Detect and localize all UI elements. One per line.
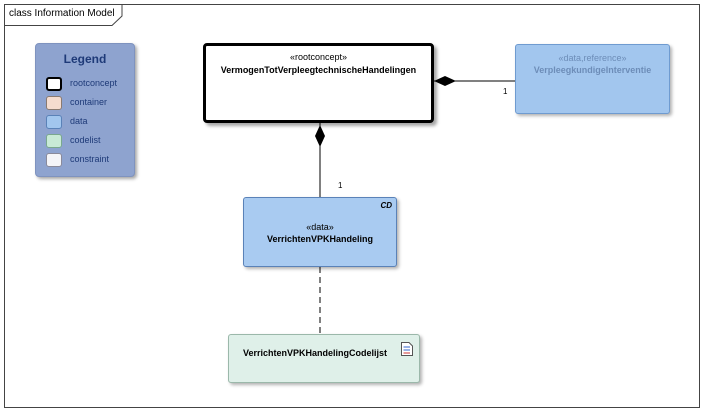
legend-title: Legend: [63, 52, 107, 66]
class-name: VerpleegkundigeInterventie: [533, 65, 652, 75]
class-name: VerrichtenVPKHandeling: [266, 234, 374, 244]
composition-diamond-bottom: [315, 125, 325, 147]
legend-label: data: [70, 116, 88, 126]
stereotype-label: «data»: [306, 222, 334, 232]
legend-swatch: [46, 115, 62, 129]
cd-tag: CD: [380, 201, 392, 210]
multiplicity-reference: 1: [503, 87, 508, 96]
legend-label: rootconcept: [70, 78, 118, 88]
diagram-title: class Information Model: [9, 8, 115, 19]
legend-label: container: [70, 97, 108, 107]
legend-label: constraint: [70, 154, 110, 164]
class-reference[interactable]: «data,reference» VerpleegkundigeInterven…: [515, 44, 670, 114]
class-data[interactable]: CD «data» VerrichtenVPKHandeling: [243, 197, 397, 267]
class-codelist[interactable]: VerrichtenVPKHandelingCodelijst: [228, 334, 420, 383]
legend: Legend rootconcept container data codeli…: [35, 43, 135, 177]
class-rootconcept[interactable]: «rootconcept» VermogenTotVerpleegtechnis…: [203, 43, 434, 123]
legend-swatch: [46, 96, 62, 110]
legend-swatch: [46, 77, 62, 91]
document-icon: [401, 342, 413, 356]
class-name: VerrichtenVPKHandelingCodelijst: [242, 348, 388, 358]
stereotype-label: «data,reference»: [558, 53, 627, 63]
legend-swatch: [46, 134, 62, 148]
stereotype-label: «rootconcept»: [289, 52, 348, 62]
multiplicity-data: 1: [338, 181, 343, 190]
legend-swatch: [46, 153, 62, 167]
composition-diamond-right: [434, 76, 456, 86]
legend-label: codelist: [70, 135, 101, 145]
diagram-frame-tab: [4, 4, 123, 26]
class-name: VermogenTotVerpleegtechnischeHandelingen: [220, 65, 417, 75]
